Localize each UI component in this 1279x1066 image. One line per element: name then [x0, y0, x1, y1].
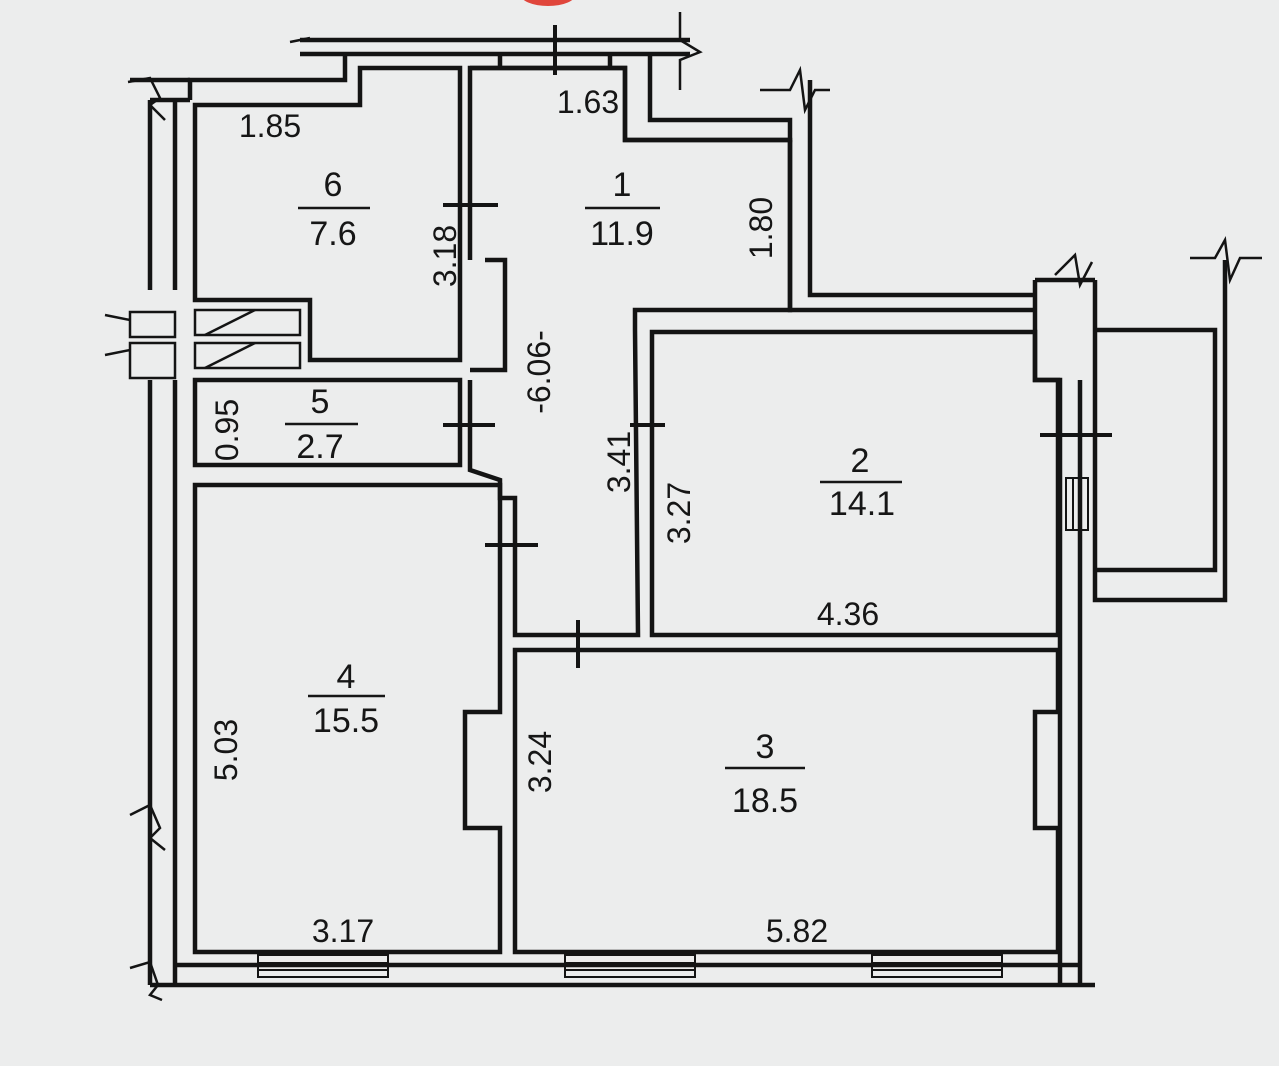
dimension-3-27: 3.27	[661, 482, 697, 544]
room-5-outline	[192, 377, 463, 468]
room-label-3: 3 18.5	[725, 728, 805, 820]
room-area: 14.1	[829, 485, 895, 523]
dimension-0-95: 0.95	[209, 399, 245, 461]
dimension-3-18: 3.18	[427, 225, 463, 287]
windows	[257, 477, 1089, 978]
dimension-1-80: 1.80	[743, 197, 779, 259]
room-label-1: 1 11.9	[585, 166, 660, 253]
room-number: 3	[756, 728, 775, 766]
shaft-boxes	[128, 308, 302, 380]
dimension-5-82: 5.82	[766, 913, 828, 949]
room-number: 1	[613, 166, 632, 204]
room-number: 4	[337, 658, 356, 696]
room-3-outline	[512, 647, 1061, 955]
dimension-3-17: 3.17	[312, 913, 374, 949]
room-area: 15.5	[313, 702, 379, 740]
room-4-outline	[192, 482, 503, 955]
room-area: 18.5	[732, 782, 798, 820]
room-label-5: 5 2.7	[285, 383, 358, 466]
room-6-outline	[192, 65, 463, 363]
room-2-outline	[649, 329, 1061, 638]
dimension-5-03: 5.03	[208, 719, 244, 781]
room-label-2: 2 14.1	[820, 442, 902, 523]
doors	[443, 25, 1112, 668]
outer-wall-top	[187, 37, 793, 260]
room-number: 5	[311, 383, 330, 421]
room-label-6: 6 7.6	[298, 166, 370, 253]
outer-wall-left	[130, 77, 190, 985]
room-number: 2	[851, 442, 870, 480]
dimension-3-24: 3.24	[522, 731, 558, 793]
red-marker	[523, 0, 573, 6]
room-area: 11.9	[590, 215, 654, 253]
dimension-3-41: 3.41	[601, 431, 637, 493]
dimension-1-63: 1.63	[557, 84, 619, 120]
room-number: 6	[324, 166, 343, 204]
dimension-4-36: 4.36	[817, 596, 879, 632]
break-markers	[104, 12, 1262, 1002]
dimension-1-85: 1.85	[239, 108, 301, 144]
room-label-4: 4 15.5	[308, 658, 385, 740]
dimension-6-06: -6.06-	[521, 330, 557, 414]
room-area: 7.6	[309, 215, 356, 253]
outer-wall-bottom	[150, 962, 1095, 988]
room-area: 2.7	[296, 428, 343, 466]
